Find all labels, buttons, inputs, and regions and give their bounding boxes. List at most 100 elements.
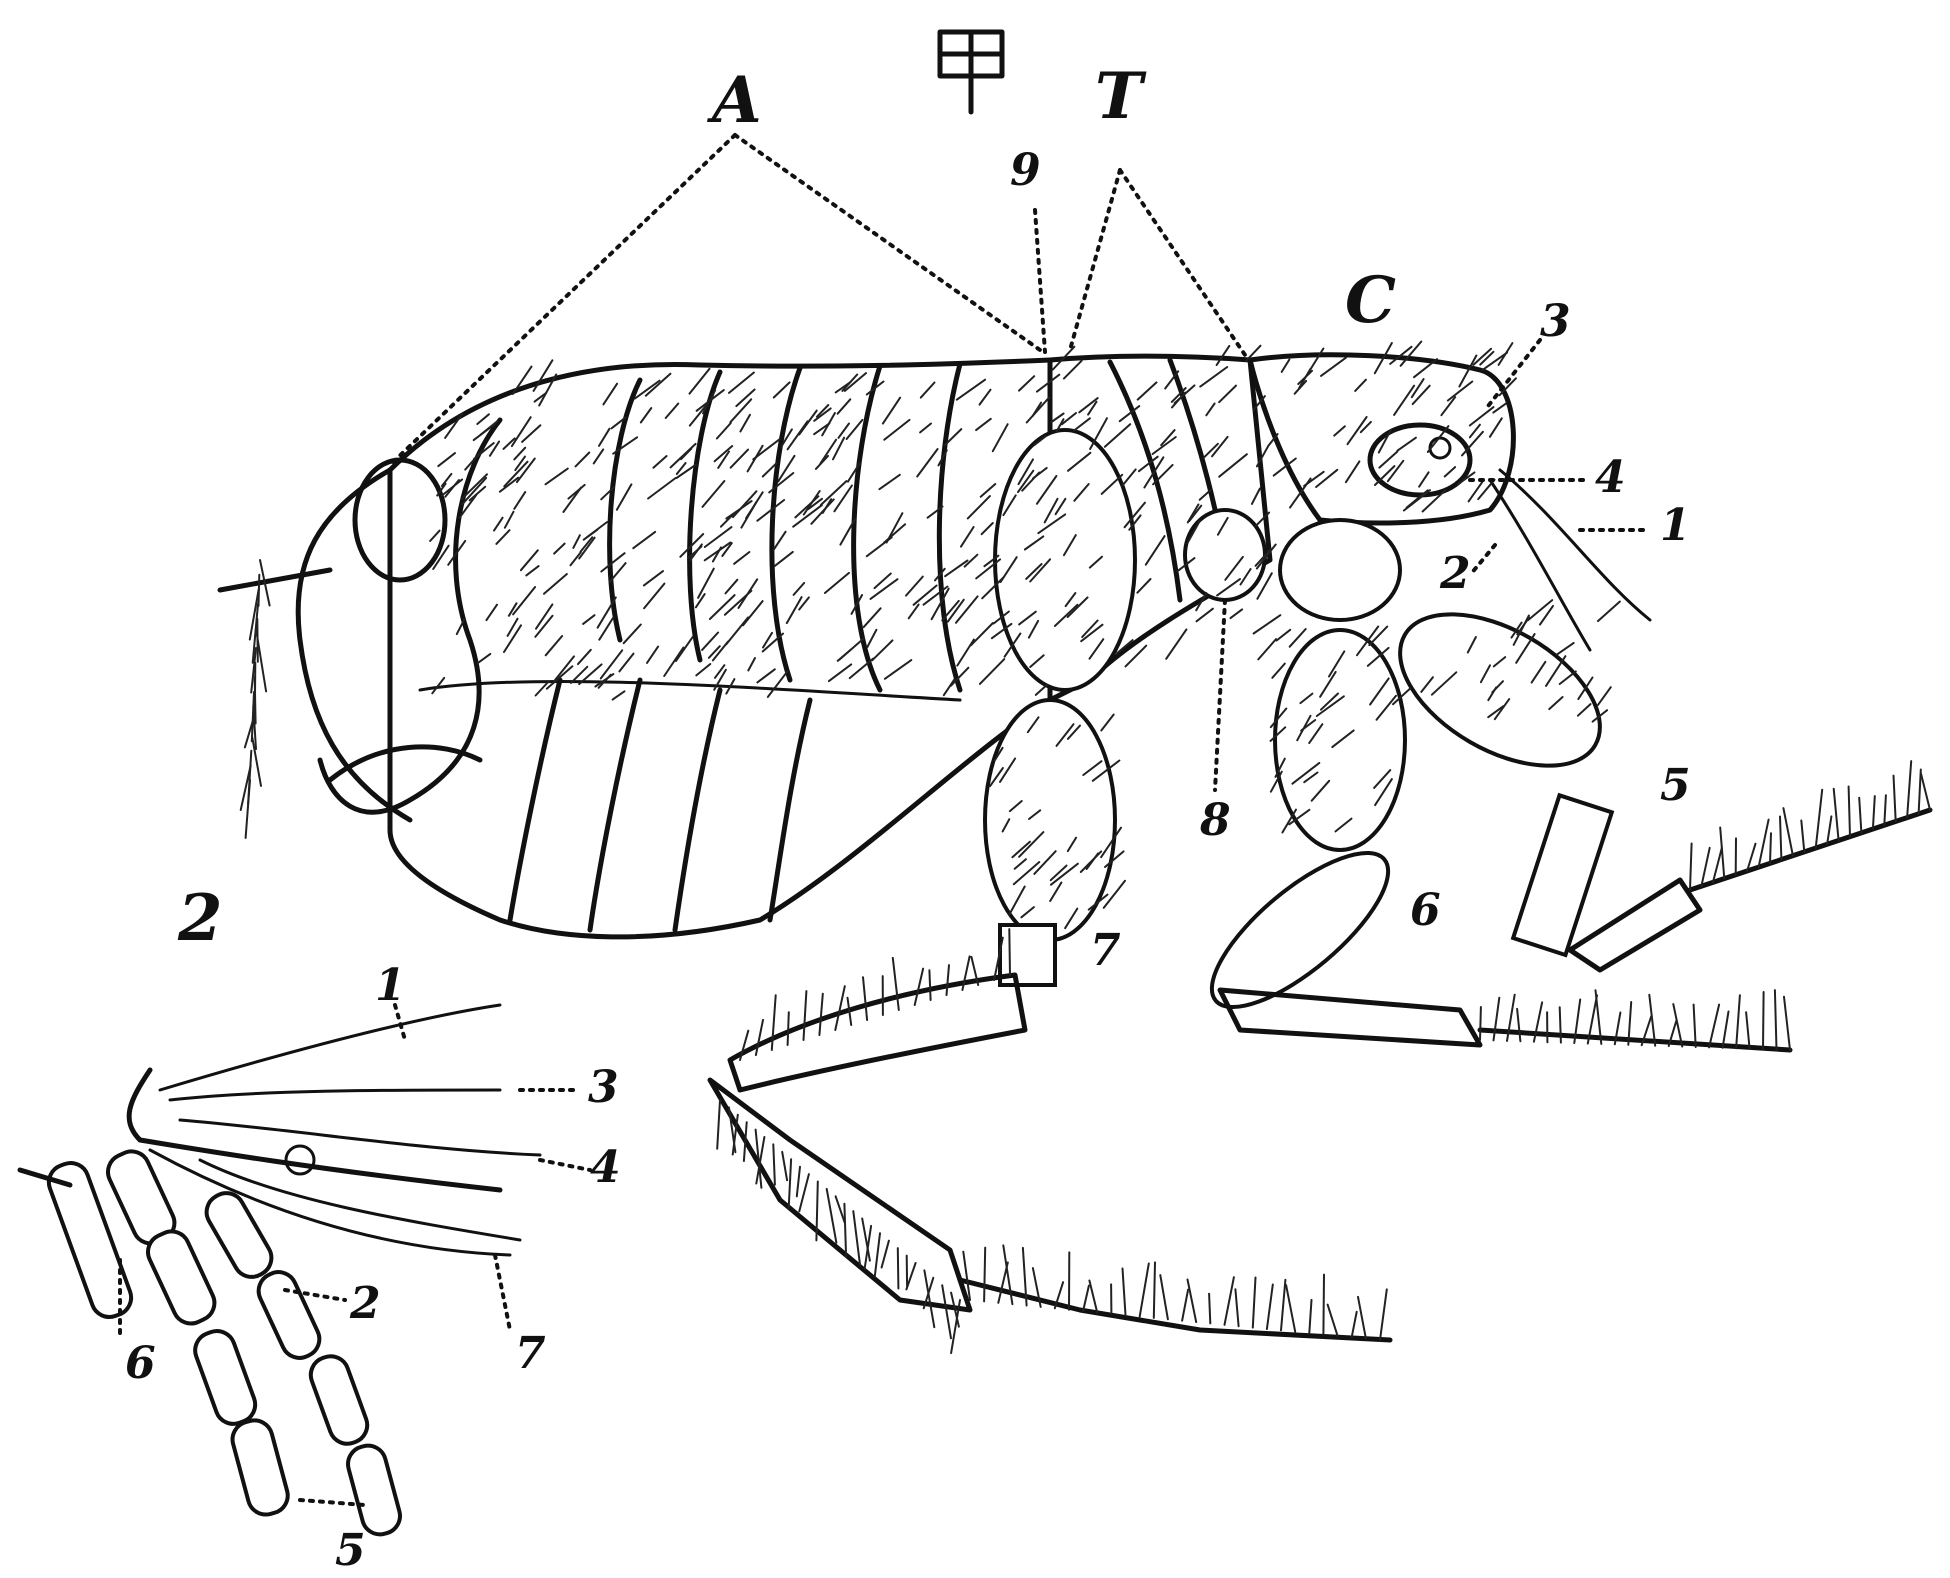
bristle xyxy=(829,664,851,681)
leg-bristle xyxy=(782,1152,787,1180)
leg-bristle xyxy=(1759,820,1769,868)
bristle xyxy=(676,637,693,661)
bristle xyxy=(839,424,850,438)
leg-bristle xyxy=(853,1211,860,1265)
bristle xyxy=(1036,685,1047,695)
leg-bristle xyxy=(1352,1312,1357,1337)
bristle xyxy=(1197,609,1213,622)
bristle xyxy=(775,552,793,566)
bristle xyxy=(1146,536,1165,565)
bristle xyxy=(438,453,455,466)
leg-bristle xyxy=(804,991,807,1040)
bristle xyxy=(774,532,786,550)
leg-bristle xyxy=(915,969,923,1005)
bristle xyxy=(968,496,990,518)
bristle xyxy=(710,595,735,619)
leg-bristle xyxy=(1763,992,1764,1049)
leg-bristle xyxy=(1723,1012,1729,1048)
bristle xyxy=(1027,397,1050,422)
label-2: 2 xyxy=(1439,548,1471,599)
inset-label-1: 1 xyxy=(375,960,406,1011)
leg-bristle xyxy=(1690,844,1692,891)
bristle xyxy=(1200,367,1227,387)
bristle xyxy=(599,429,610,446)
bristle xyxy=(838,650,851,661)
inset-label-6: 6 xyxy=(125,1338,156,1389)
inset-label-2: 2 xyxy=(349,1278,381,1329)
bristle xyxy=(546,636,562,655)
leg-bristle xyxy=(1517,1009,1520,1041)
leg-bristle xyxy=(1859,798,1861,833)
bristle xyxy=(721,514,733,526)
bristle xyxy=(442,474,452,486)
bristle xyxy=(733,491,756,517)
leg-bristle xyxy=(1160,1275,1168,1319)
bristle xyxy=(1200,490,1211,500)
label-9: 9 xyxy=(1010,145,1041,196)
leg-bristle xyxy=(1884,795,1886,825)
bristle xyxy=(821,481,847,505)
bristle xyxy=(957,380,985,400)
bristle xyxy=(980,659,1004,684)
bristle xyxy=(1258,639,1276,659)
leg-bristle xyxy=(773,1144,775,1184)
bristle xyxy=(1137,579,1150,593)
bristle xyxy=(914,586,937,605)
leg-bristle xyxy=(1775,990,1777,1050)
leg-bristle xyxy=(744,1122,747,1161)
leg-bristle xyxy=(740,1031,748,1060)
bristle xyxy=(838,399,851,413)
leg-bristle xyxy=(835,986,845,1030)
bristle xyxy=(1557,643,1574,655)
bristle xyxy=(980,390,991,405)
bristle xyxy=(814,423,829,434)
bristle xyxy=(729,373,754,393)
bristle xyxy=(920,424,931,433)
leg-bristle xyxy=(1235,1289,1238,1326)
bristle xyxy=(906,577,923,596)
bristle xyxy=(624,625,641,644)
leg-bristle xyxy=(863,977,867,1020)
bristle xyxy=(579,538,594,559)
leg-bristle xyxy=(984,1248,985,1302)
leg-bristle xyxy=(893,958,899,1010)
bristle xyxy=(1277,630,1291,641)
bristle xyxy=(703,481,725,507)
bristle xyxy=(879,475,899,489)
label-t: T xyxy=(1095,59,1147,134)
leg-bristle xyxy=(799,1174,809,1211)
bristle xyxy=(864,608,881,627)
leg-bristle xyxy=(1480,1007,1481,1040)
bristle xyxy=(748,658,755,671)
bristle xyxy=(1219,386,1236,403)
bristle xyxy=(768,671,788,697)
bristle xyxy=(1219,454,1247,477)
leg-bristle xyxy=(844,1204,846,1257)
label-7: 7 xyxy=(1090,925,1121,976)
inset-mouthparts xyxy=(20,1005,540,1538)
bristle xyxy=(698,569,714,598)
bristle xyxy=(696,664,710,675)
figure-symbol-h xyxy=(940,32,1002,112)
leg-bristle xyxy=(797,1167,800,1197)
leg-bristle xyxy=(1358,1297,1366,1339)
bristle xyxy=(1346,461,1360,482)
bristle xyxy=(709,646,720,658)
leg-bristle xyxy=(1736,995,1740,1048)
bristle xyxy=(1217,346,1230,365)
bristle xyxy=(971,623,993,645)
bristle xyxy=(496,530,509,544)
leg-bristle xyxy=(772,995,776,1050)
label-3: 3 xyxy=(1540,296,1571,347)
bristle xyxy=(619,654,633,672)
leg-bristle xyxy=(898,1248,899,1288)
bristle xyxy=(944,680,954,696)
bristle xyxy=(573,535,580,548)
bristle xyxy=(1490,418,1502,437)
leg-bristle xyxy=(1083,1286,1089,1311)
bristle xyxy=(546,469,568,485)
leg-bristle xyxy=(1783,808,1793,856)
bristle xyxy=(521,550,538,570)
bristle xyxy=(666,404,679,419)
